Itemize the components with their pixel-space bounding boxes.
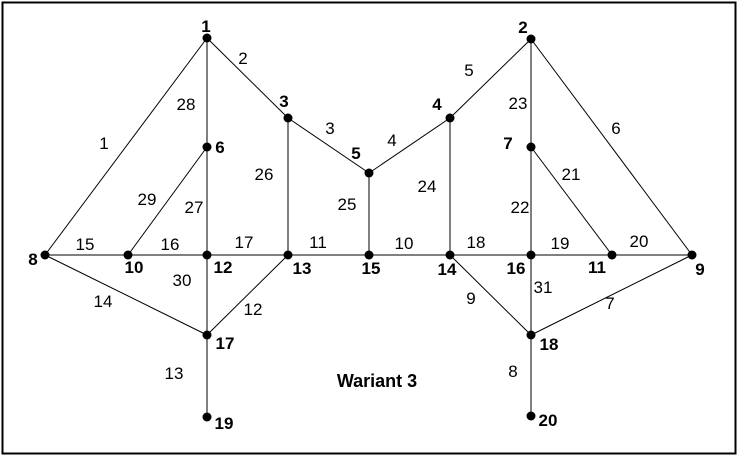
edge-label-3: 3 [325,119,334,138]
node-label-7: 7 [503,134,512,153]
edge-label-1: 1 [99,134,108,153]
node-15 [364,250,374,260]
edge-label-18: 18 [467,233,486,252]
node-17 [202,330,212,340]
edge-label-27: 27 [185,198,204,217]
edge-label-30: 30 [173,271,192,290]
edge-label-17: 17 [235,233,254,252]
edge-label-28: 28 [177,95,196,114]
edge-label-21: 21 [562,165,581,184]
edge-label-19: 19 [551,234,570,253]
node-5 [364,168,374,178]
edge-8-1 [44,37,208,256]
node-label-13: 13 [293,259,312,278]
node-18 [526,330,536,340]
node-4 [445,113,455,123]
node-3 [283,113,293,123]
node-14 [445,250,455,260]
edge-label-11: 11 [309,233,327,252]
node-9 [687,250,697,260]
node-label-10: 10 [125,258,144,277]
edge-14-18 [449,254,532,336]
node-12 [202,250,212,260]
node-label-4: 4 [432,95,442,114]
edge-label-15: 15 [76,235,95,254]
diagram-title: Wariant 3 [337,371,417,391]
node-label-8: 8 [28,250,37,269]
edge-label-23: 23 [509,94,528,113]
edge-label-31: 31 [534,278,553,297]
edge-label-20: 20 [630,232,649,251]
edge-label-4: 4 [387,131,396,150]
nodes-layer [40,33,697,422]
node-2 [526,34,536,44]
edge-label-7: 7 [605,294,614,313]
node-1 [202,33,212,43]
edges-layer [44,37,693,417]
edge-label-5: 5 [464,61,473,80]
edge-label-29: 29 [138,190,157,209]
edge-7-11 [530,146,613,256]
edge-label-13: 13 [165,364,184,383]
edge-9-18 [530,254,693,336]
node-16 [526,250,536,260]
edge-label-10: 10 [395,234,414,253]
node-label-14: 14 [438,260,457,279]
edge-4-2 [449,38,532,119]
edge-10-6 [127,146,208,256]
node-label-11: 11 [588,258,606,277]
node-label-19: 19 [215,414,234,433]
node-8 [40,250,50,260]
node-13 [283,250,293,260]
edge-label-9: 9 [466,289,475,308]
node-label-2: 2 [518,18,527,37]
node-6 [202,142,212,152]
edge-1-3 [206,37,289,119]
node-label-20: 20 [539,411,558,430]
node-label-17: 17 [216,334,235,353]
edge-13-17 [206,254,289,336]
edge-label-24: 24 [418,177,437,196]
node-label-3: 3 [279,92,288,111]
edge-label-16: 16 [161,235,180,254]
edge-8-17 [44,254,208,336]
node-label-18: 18 [540,335,559,354]
node-label-5: 5 [351,144,360,163]
node-label-1: 1 [201,17,210,36]
edge-label-12: 12 [244,300,263,319]
node-label-9: 9 [695,260,704,279]
node-label-16: 16 [507,259,526,278]
edge-label-22: 22 [511,198,530,217]
node-label-12: 12 [214,258,233,277]
node-10 [123,250,133,260]
edge-label-25: 25 [338,195,357,214]
edge-label-6: 6 [611,119,620,138]
edge-label-2: 2 [238,49,247,68]
node-19 [202,412,212,422]
node-label-15: 15 [362,259,381,278]
node-11 [607,250,617,260]
edge-2-9 [530,38,693,256]
edge-label-8: 8 [508,362,517,381]
edge-label-26: 26 [255,165,274,184]
edge-label-14: 14 [94,292,113,311]
node-7 [526,142,536,152]
edge-3-5 [287,117,370,174]
edge-5-4 [368,117,451,174]
node-20 [526,411,536,421]
node-label-6: 6 [215,138,224,157]
